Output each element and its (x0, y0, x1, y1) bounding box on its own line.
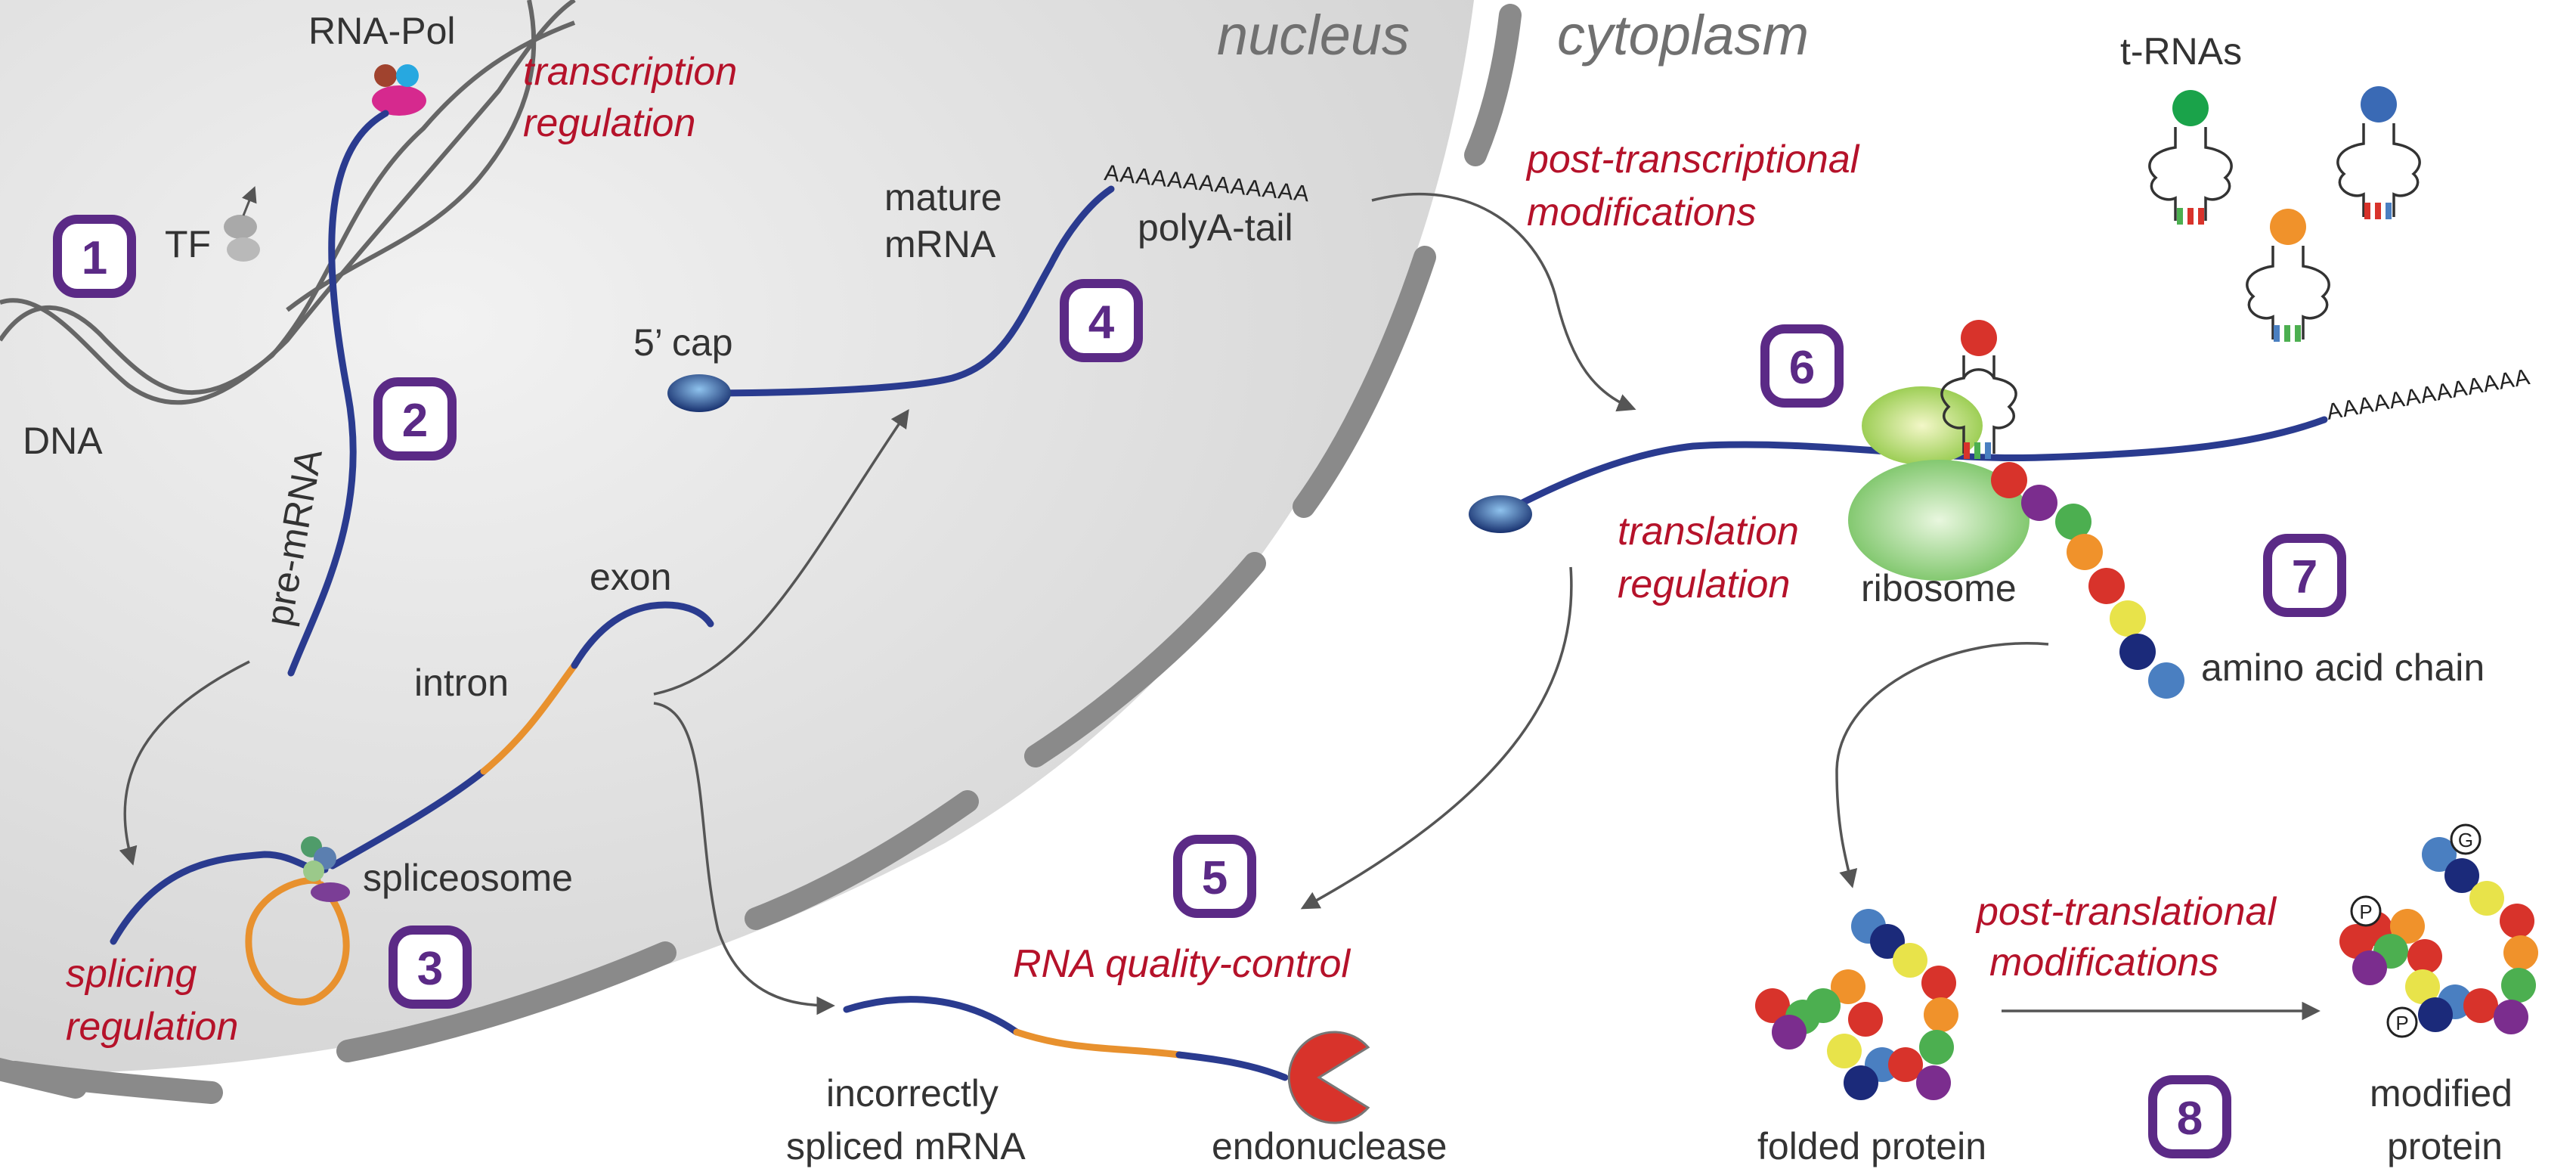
dna-strands (0, 0, 576, 405)
mature-mrna-label-2: mRNA (884, 223, 996, 265)
dna-label: DNA (23, 420, 103, 462)
svg-text:P: P (2395, 1012, 2408, 1034)
folded-protein (1755, 909, 1958, 1100)
spliceosome-icon (301, 836, 350, 902)
svg-text:P: P (2359, 901, 2372, 923)
nuclear-envelope-bottom (0, 1057, 87, 1099)
step-badge-8: 8 (2148, 1075, 2231, 1158)
nucleus-area (0, 0, 1474, 1074)
incorrect-mrna-label-2: spliced mRNA (786, 1125, 1026, 1167)
cytoplasm-label: cytoplasm (1557, 4, 1809, 67)
transcription-factor (224, 186, 260, 262)
amino-acid-chain (1991, 462, 2184, 699)
translation-regulation-label-2: regulation (1618, 563, 1790, 606)
spliceosome-label: spliceosome (363, 857, 573, 899)
trnas-label: t-RNAs (2120, 30, 2242, 73)
endonuclease-icon (1287, 1031, 1370, 1124)
translation-regulation-label-1: translation (1618, 510, 1799, 553)
trna-blue (2336, 86, 2421, 219)
cap-icon (667, 374, 731, 412)
modified-protein-label-1: modified (2370, 1072, 2513, 1115)
incorrect-mrna-label-1: incorrectly (826, 1072, 999, 1115)
phosphorylation-marker-2: P (2386, 1006, 2418, 1038)
svg-text:4: 4 (1088, 296, 1115, 349)
cap-label: 5’ cap (633, 321, 733, 364)
tf-label: TF (165, 223, 211, 265)
transcription-regulation-label-2: regulation (523, 101, 695, 145)
rna-polymerase (372, 64, 426, 116)
splicing-regulation-label-1: splicing (66, 952, 197, 996)
process-arrows (119, 192, 2321, 1021)
post-transcriptional-label-2: modifications (1527, 191, 1756, 234)
post-translational-label-2: modifications (1989, 941, 2218, 984)
trna-orange (2246, 209, 2330, 342)
svg-text:6: 6 (1789, 342, 1815, 394)
svg-text:3: 3 (417, 943, 443, 995)
modified-protein: G P P (2339, 823, 2538, 1038)
transcription-regulation-label-1: transcription (523, 50, 737, 94)
folded-protein-label: folded protein (1757, 1125, 1986, 1167)
amino-acid-chain-label: amino acid chain (2201, 646, 2485, 689)
polya-tail-label: polyA-tail (1138, 206, 1293, 249)
step-badge-5: 5 (1173, 835, 1256, 918)
svg-text:2: 2 (402, 395, 428, 447)
cap-icon-2 (1469, 495, 1532, 533)
svg-text:1: 1 (82, 232, 107, 284)
mature-mrna-strand (695, 185, 1115, 397)
rna-pol-label: RNA-Pol (308, 10, 455, 52)
modified-protein-label-2: protein (2387, 1125, 2503, 1167)
post-translational-label-1: post-translational (1975, 890, 2277, 934)
pre-mrna-strand (287, 110, 389, 677)
nucleus-label: nucleus (1217, 4, 1410, 67)
ribosome-icon (1848, 386, 2030, 581)
post-transcriptional-label-1: post-transcriptional (1525, 138, 1860, 181)
svg-text:5: 5 (1202, 852, 1228, 904)
step-badge-3: 3 (389, 926, 472, 1009)
step-badge-7: 7 (2263, 534, 2346, 617)
polya-sequence-translated: AAAAAAAAAAAAA (2324, 364, 2532, 425)
splicing-regulation-label-2: regulation (66, 1005, 238, 1049)
ribosome-trna-icon (1940, 320, 2017, 459)
ribosome-label: ribosome (1861, 567, 2017, 609)
step-badge-2: 2 (373, 377, 457, 460)
trna-green (2148, 90, 2233, 225)
glycosylation-marker: G (2450, 823, 2482, 855)
intron-label: intron (414, 662, 509, 704)
step-badge-1: 1 (53, 215, 136, 298)
exon-label: exon (590, 556, 671, 598)
step-badge-4: 4 (1060, 279, 1143, 362)
svg-text:7: 7 (2292, 551, 2317, 603)
svg-text:8: 8 (2177, 1093, 2203, 1145)
incorrect-mrna-strand (843, 996, 1289, 1081)
nuclear-envelope-left (212, 1071, 344, 1090)
mature-mrna-label-1: mature (884, 176, 1002, 219)
phosphorylation-marker-1: P (2350, 895, 2382, 927)
nuclear-envelope (4, 4, 1522, 1104)
endonuclease-label: endonuclease (1212, 1125, 1447, 1167)
step-badge-6: 6 (1760, 324, 1844, 408)
rna-quality-control-label: RNA quality-control (1013, 942, 1351, 986)
svg-text:G: G (2458, 829, 2473, 851)
